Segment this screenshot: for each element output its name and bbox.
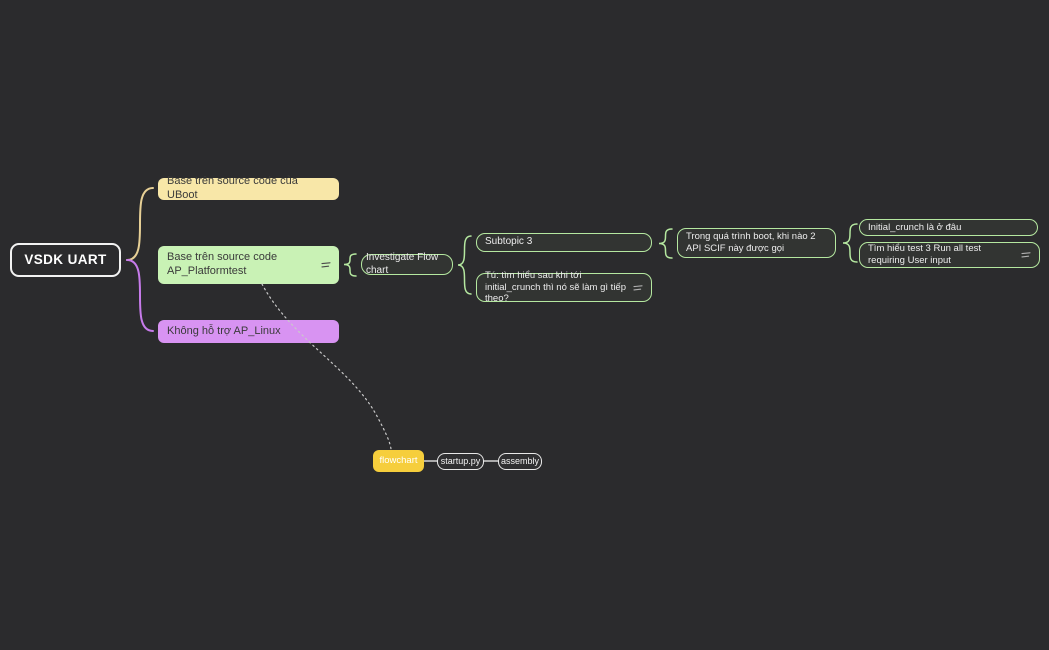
brace-subtopic3	[658, 228, 673, 259]
topic-tu-note-label: Tú: tìm hiểu sau khi tới initial_crunch …	[485, 269, 626, 305]
topic-base-uboot[interactable]: Base trên source code của UBoot	[158, 175, 339, 201]
notes-icon[interactable]	[633, 284, 643, 292]
topic-initial-crunch[interactable]: Initial_crunch là ở đâu	[859, 219, 1038, 236]
topic-base-platformtest[interactable]: Base trên source code AP_Platformtest	[158, 246, 339, 284]
brace-root-bottom	[126, 259, 154, 332]
topic-flowchart[interactable]: flowchart	[373, 450, 424, 472]
root-topic-label: VSDK UART	[24, 251, 107, 267]
topic-startup-py[interactable]: startup.py	[437, 453, 484, 470]
relationship-dotted-link[interactable]	[261, 283, 392, 450]
notes-icon[interactable]	[1021, 251, 1031, 259]
topic-startup-py-label: startup.py	[440, 455, 481, 466]
topic-base-uboot-label: Base trên source code của UBoot	[167, 175, 298, 201]
topic-test3-label: Tìm hiểu test 3 Run all test requiring U…	[868, 243, 981, 266]
brace-root-top	[126, 187, 154, 261]
topic-investigate-flowchart-label: Investigate Flow chart	[366, 252, 439, 276]
brace-boot-question	[842, 223, 858, 263]
topic-initial-crunch-label: Initial_crunch là ở đâu	[868, 221, 962, 233]
topic-subtopic-3[interactable]: Subtopic 3	[476, 233, 652, 252]
brace-investigate	[457, 235, 472, 295]
notes-icon[interactable]	[321, 261, 331, 269]
topic-no-aplinux-label: Không hỗ trợ AP_Linux	[167, 324, 281, 337]
topic-boot-question-label: Trong quá trình boot, khi nào 2 API SCIF…	[686, 231, 816, 254]
topic-test3[interactable]: Tìm hiểu test 3 Run all test requiring U…	[859, 242, 1040, 268]
topic-subtopic-3-label: Subtopic 3	[485, 236, 533, 248]
root-topic[interactable]: VSDK UART	[10, 243, 121, 277]
topic-assembly-label: assembly	[500, 455, 539, 466]
topic-assembly[interactable]: assembly	[498, 453, 542, 470]
topic-investigate-flowchart[interactable]: Investigate Flow chart	[361, 252, 453, 276]
brace-platformtest	[343, 253, 357, 277]
topic-no-aplinux[interactable]: Không hỗ trợ AP_Linux	[158, 320, 339, 343]
topic-tu-note[interactable]: Tú: tìm hiểu sau khi tới initial_crunch …	[476, 270, 652, 304]
topic-boot-question[interactable]: Trong quá trình boot, khi nào 2 API SCIF…	[677, 228, 836, 258]
topic-base-platformtest-label: Base trên source code AP_Platformtest	[167, 251, 278, 277]
topic-flowchart-label: flowchart	[379, 455, 418, 467]
